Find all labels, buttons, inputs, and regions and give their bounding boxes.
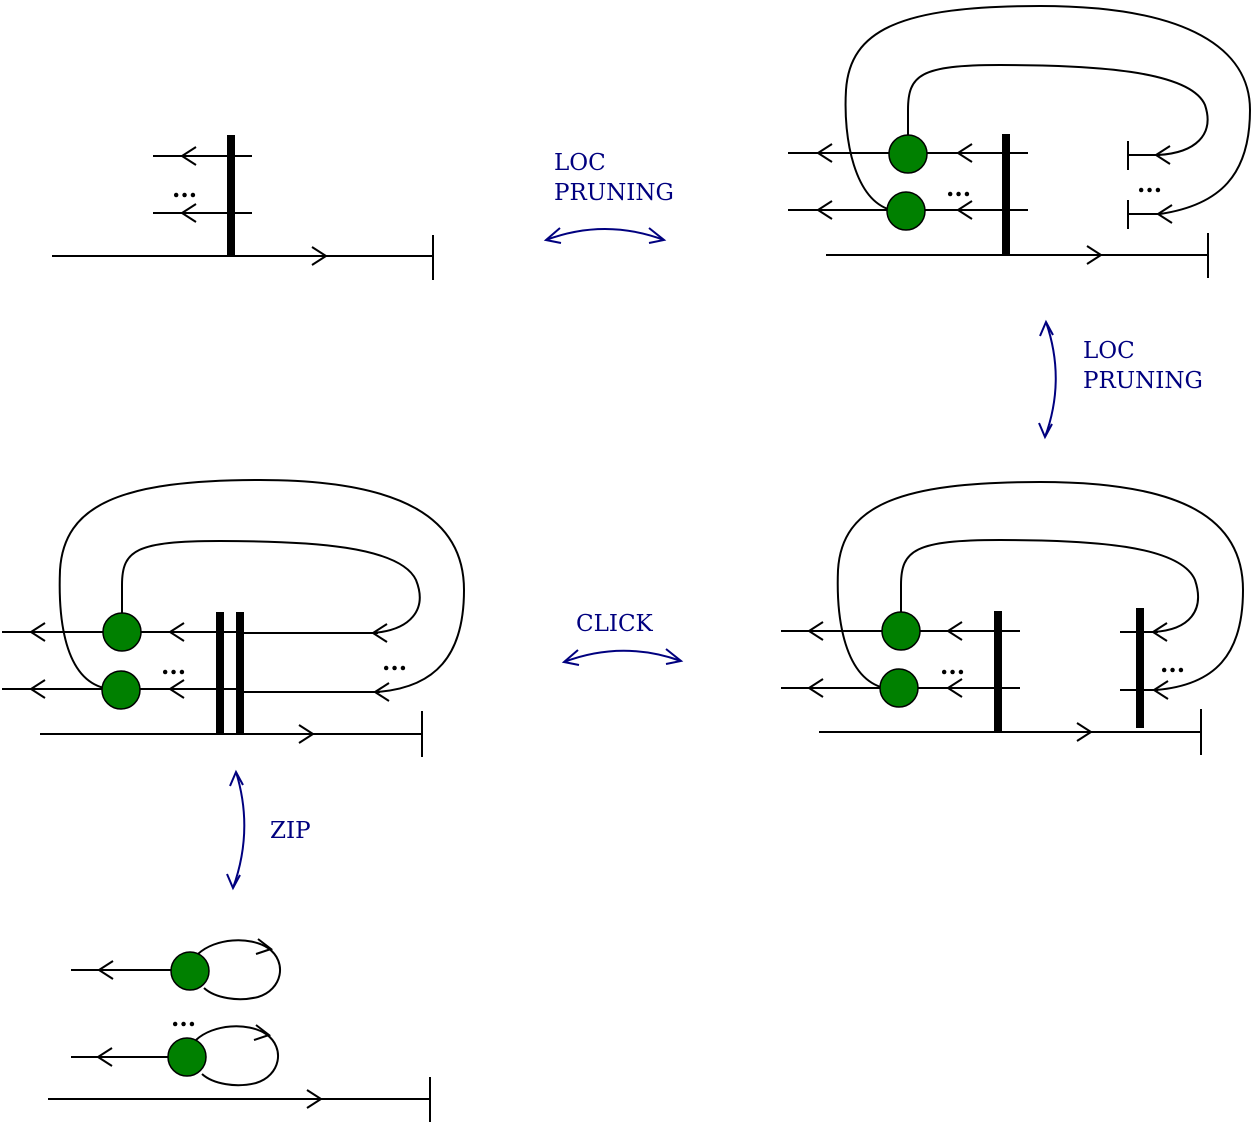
ellipsis: ... (946, 173, 971, 202)
green-node (102, 612, 142, 652)
green-node (888, 134, 928, 174)
ellipsis: ... (382, 647, 407, 676)
green-node (167, 1037, 207, 1077)
label-click: CLICK (576, 611, 654, 637)
green-node (170, 951, 210, 991)
panel-top-left: ... (52, 135, 434, 280)
label-pruning: PRUNING (1083, 368, 1203, 394)
green-node (879, 668, 919, 708)
green-node (881, 611, 921, 651)
green-node (101, 670, 141, 710)
rewrite-zip: ZIP (226, 769, 311, 891)
ellipsis: ... (171, 1003, 196, 1032)
label-loc: LOC (1083, 338, 1135, 364)
rewrite-loc-pruning-right: LOC PRUNING (1038, 319, 1203, 440)
green-node (886, 191, 926, 231)
rewrite-loc-pruning-top: LOC PRUNING (543, 150, 674, 244)
panel-bottom-left: ... (48, 938, 431, 1122)
ellipsis: ... (172, 174, 197, 203)
panel-top-right: ... ... (788, 4, 1252, 278)
label-zip: ZIP (270, 818, 311, 844)
panel-middle-left: ... ... (2, 478, 466, 757)
ellipsis: ... (161, 651, 186, 680)
label-pruning: PRUNING (554, 180, 674, 206)
ellipsis: ... (940, 651, 965, 680)
ellipsis: ... (1160, 649, 1185, 678)
panel-middle-right: ... ... (781, 480, 1245, 755)
rewrite-click: CLICK (561, 611, 684, 666)
ellipsis: ... (1137, 169, 1162, 198)
label-loc: LOC (554, 150, 606, 176)
